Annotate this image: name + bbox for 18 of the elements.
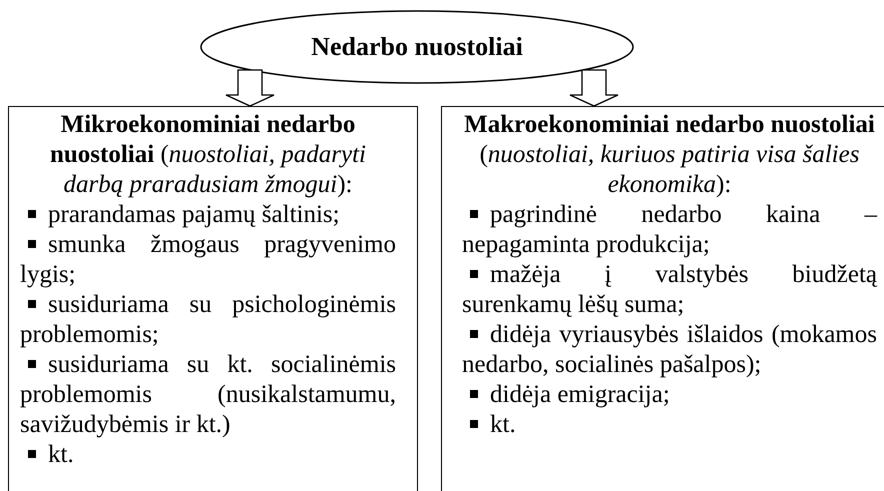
list-item: pagrindinė nedarbo kaina – nepagaminta produkcija;: [462, 200, 877, 260]
box-heading: Mikroekonominiai nedarbo nuostoliai (nuostoliai, padaryti darbą praradusiam žmogui):: [48, 110, 367, 200]
list-item: mažėja į valstybės biudžetą surenkamų lėšų suma;: [462, 260, 877, 320]
list-item: prarandamas pajamų šaltinis;: [20, 200, 396, 230]
list-item: didėja emigracija;: [462, 380, 877, 410]
category-box: [441, 106, 884, 491]
list-item: susiduriama su kt. socialinėmis problemomis (nusikalstamumu, savižudybėmis ir kt.): [20, 350, 396, 440]
title-text: Nedarbo nuostoliai: [311, 32, 523, 62]
list-item: smunka žmogaus pragyvenimo lygis;: [20, 230, 396, 290]
list-item: kt.: [20, 440, 396, 470]
topic-ellipse: [200, 10, 634, 84]
list-item: kt.: [462, 410, 877, 440]
category-box: [8, 106, 418, 491]
box-heading: Makroekonominiai nedarbo nuostoliai (nuostoliai, kuriuos patiria visa šalies ekonomika):: [463, 110, 876, 200]
list-item: didėja vyriausybės išlaidos (mokamos nedarbo, socialinės pašalpos);: [462, 320, 877, 380]
list-item: susiduriama su psichologinėmis problemomis;: [20, 290, 396, 350]
block-arrow: [225, 69, 275, 107]
block-arrow: [569, 69, 619, 107]
